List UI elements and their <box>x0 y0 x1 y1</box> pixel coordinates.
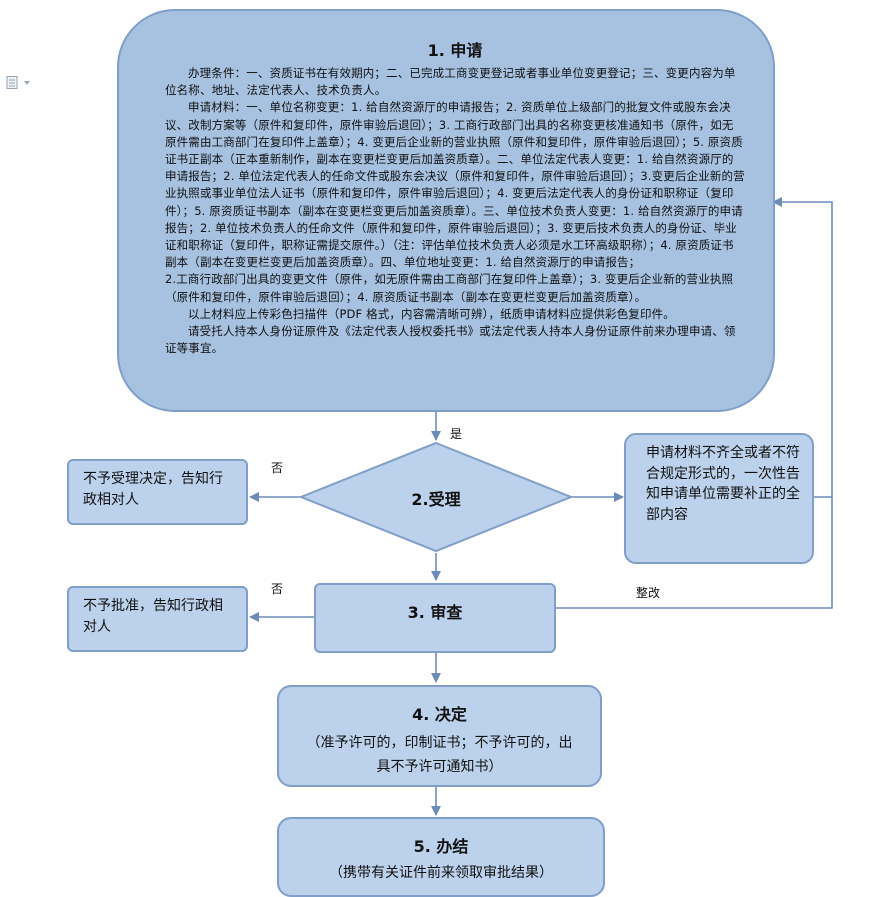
step-review-title: 3. 审查 <box>407 603 463 622</box>
apply-materials: 申请材料：一、单位名称变更：1. 给自然资源厅的申请报告；2. 资质单位上级部门… <box>165 100 745 270</box>
label-no-approve: 否 <box>271 582 284 596</box>
step-finish-desc: （携带有关证件前来领取审批结果） <box>329 865 553 881</box>
document-icon <box>6 76 30 89</box>
step-accept-title: 2.受理 <box>411 490 461 509</box>
step-apply-title: 1. 申请 <box>427 41 483 60</box>
step-finish-title: 5. 办结 <box>413 837 469 856</box>
arrow-rectify-loop <box>555 197 833 609</box>
step-apply-text: 办理条件：一、资质证书在有效期内；二、已完成工商变更登记或者事业单位变更登记；三… <box>165 65 745 357</box>
accept-diamond-shape <box>298 441 574 553</box>
reject-accept-box: 不予受理决定，告知行政相对人 <box>67 459 248 525</box>
apply-materials-cont: 2.工商行政部门出具的变更文件（原件，如无原件需由工商部门在复印件上盖章）；3.… <box>165 272 734 304</box>
label-yes: 是 <box>450 427 463 441</box>
flow-connectors <box>249 197 833 816</box>
step-decision-desc: （准予许可的，印制证书；不予许可的，出具不予许可通知书） <box>306 735 573 775</box>
label-no-accept: 否 <box>271 461 284 475</box>
step-apply-box: 1. 申请 办理条件：一、资质证书在有效期内；二、已完成工商变更登记或者事业单位… <box>117 9 775 412</box>
apply-scan-note: 以上材料应上传彩色扫描件（PDF 格式，内容需清晰可辨），纸质申请材料应提供彩色… <box>188 306 675 321</box>
label-rectify: 整改 <box>636 586 661 600</box>
step-decision-title: 4. 决定 <box>412 705 467 724</box>
apply-agent-note: 请受托人持本人身份证原件及《法定代表人授权委托书》或法定代表人持本人身份证原件前… <box>165 324 736 356</box>
step-review-box: 3. 审查 <box>314 583 556 653</box>
step-decision-box: 4. 决定 （准予许可的，印制证书；不予许可的，出具不予许可通知书） <box>277 685 602 787</box>
step-finish-box: 5. 办结 （携带有关证件前来领取审批结果） <box>277 817 605 897</box>
apply-conditions: 办理条件：一、资质证书在有效期内；二、已完成工商变更登记或者事业单位变更登记；三… <box>165 66 736 98</box>
incomplete-materials-box: 申请材料不齐全或者不符合规定形式的，一次性告知申请单位需要补正的全部内容 <box>624 433 814 564</box>
reject-approve-box: 不予批准，告知行政相对人 <box>67 586 248 652</box>
